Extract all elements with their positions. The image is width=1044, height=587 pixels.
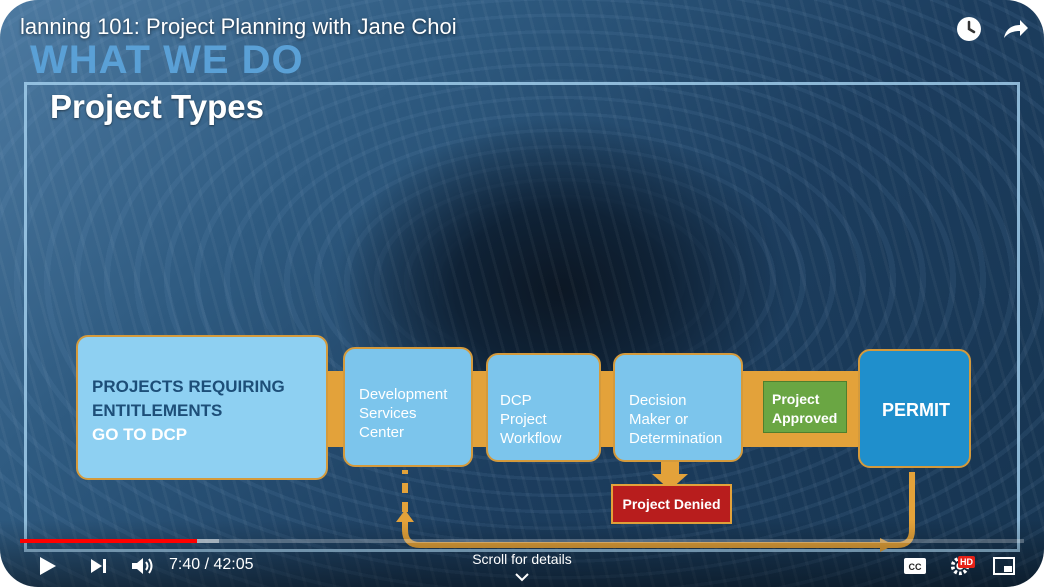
watch-later-icon[interactable] [954,14,984,44]
step-decision-maker: Decision Maker or Determination [613,353,743,462]
miniplayer-icon[interactable] [992,555,1016,577]
progress-played [20,539,197,543]
video-title[interactable]: lanning 101: Project Planning with Jane … [20,14,457,39]
step-line: Decision [629,392,687,409]
slide-header: WHAT WE DO [30,38,304,82]
controls-overlay [0,520,1044,587]
step-development-services-center: Development Services Center [343,347,473,467]
total-time: 42:05 [213,556,254,573]
approved-line1: Project [772,391,820,407]
permit-box: PERMIT [858,349,971,468]
entitlements-line3: GO TO DCP [92,425,188,444]
step-line: Services [359,405,417,422]
slide-frame [24,82,1020,552]
step-line: DCP [500,392,532,409]
step-line: Center [359,424,405,441]
svg-text:CC: CC [909,562,922,572]
time-separator: / [200,556,214,573]
time-display: 7:40 / 42:05 [169,556,254,574]
volume-icon[interactable] [130,555,156,577]
step-line: Maker or [629,411,689,428]
step-line: Development [359,386,448,403]
scroll-hint[interactable]: Scroll for details [472,551,572,567]
entitlements-line2: ENTITLEMENTS [92,401,223,420]
step-line: Determination [629,430,723,447]
entitlements-box: PROJECTS REQUIRING ENTITLEMENTS GO TO DC… [76,335,328,480]
play-icon[interactable] [36,555,58,577]
current-time: 7:40 [169,556,201,573]
project-approved-box: Project Approved [763,381,847,433]
captions-icon[interactable]: CC [903,555,927,577]
hd-badge: HD [958,556,975,568]
step-line: Project [500,411,547,428]
step-dcp-project-workflow: DCP Project Workflow [486,353,601,462]
project-denied-box: Project Denied [611,484,732,524]
approved-line2: Approved [772,410,838,426]
slide-title: Project Types [50,88,264,125]
progress-bar[interactable] [20,539,1024,543]
next-icon[interactable] [88,555,110,577]
share-icon[interactable] [1000,14,1030,44]
step-line: Workflow [500,430,562,447]
chevron-down-icon[interactable] [514,569,530,587]
entitlements-line1: PROJECTS REQUIRING [92,377,285,396]
